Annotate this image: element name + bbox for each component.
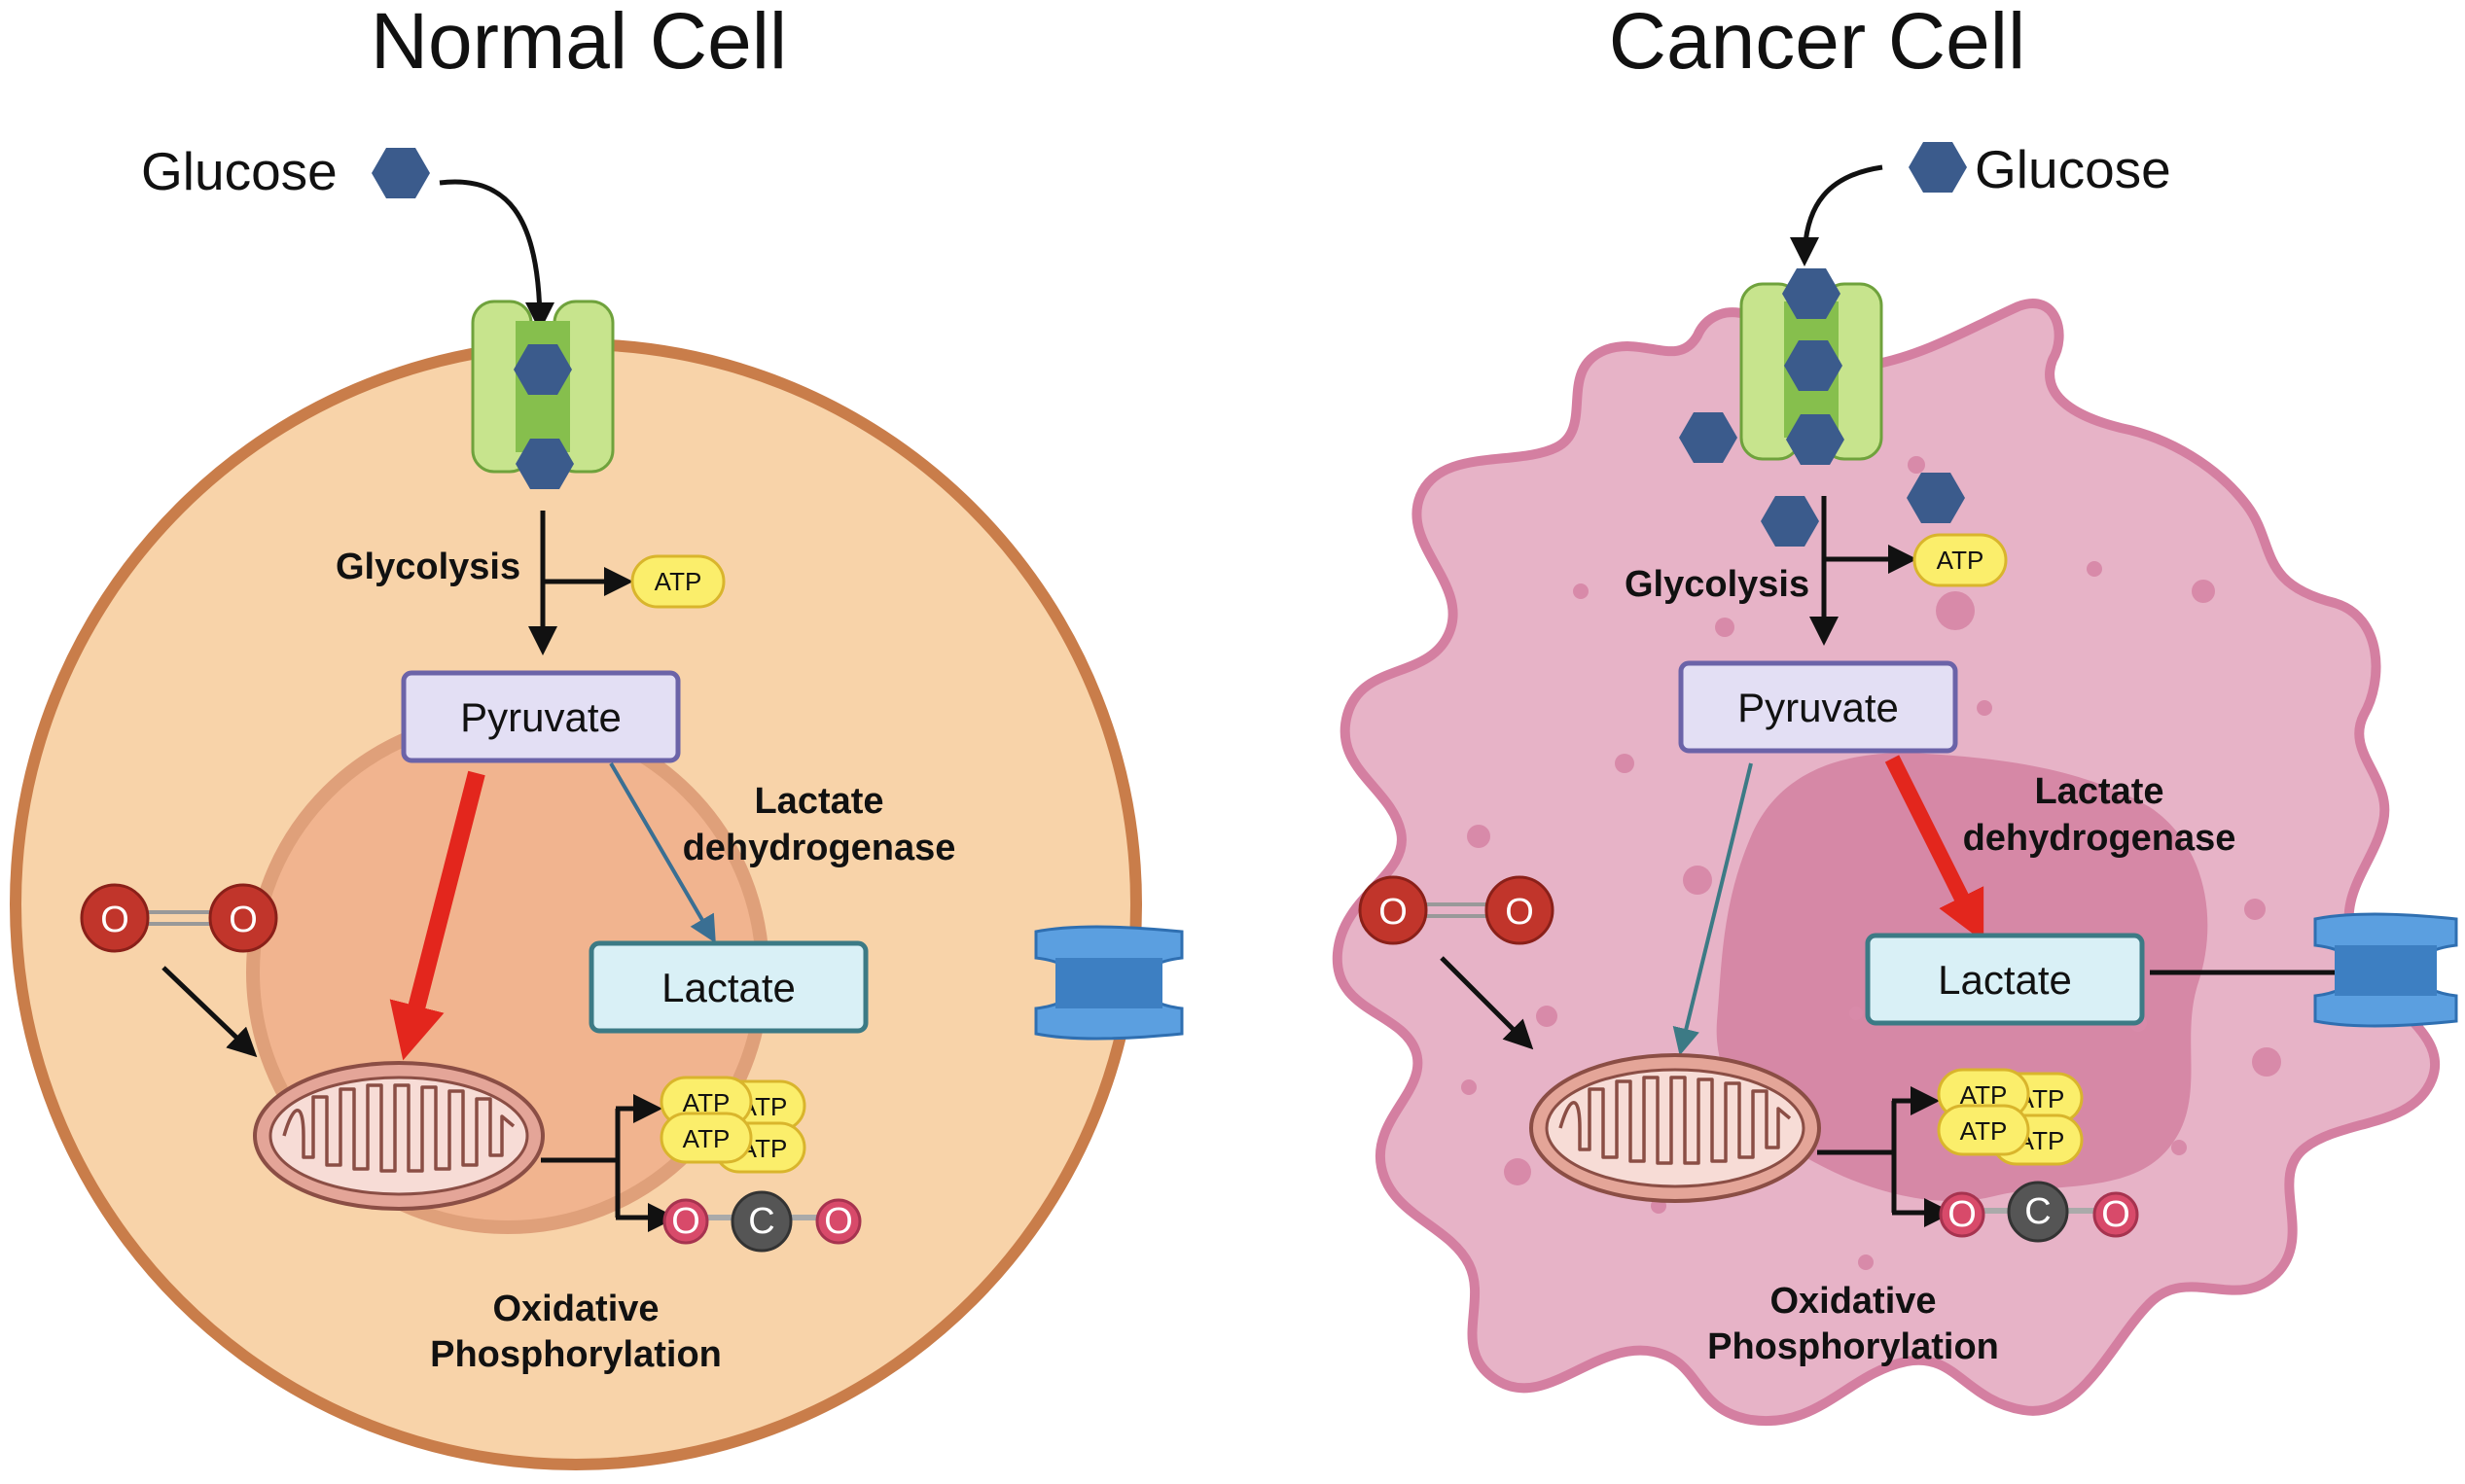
normal-co2-oxygen-label: O (824, 1201, 853, 1242)
normal-pyruvate-box: Pyruvate (401, 670, 681, 763)
normal-mct-channel (1034, 925, 1184, 1041)
normal-glucose-uptake-arrow (439, 179, 554, 332)
cancer-glucose-label: Glucose (1975, 139, 2171, 199)
cancer-pyruvate-label: Pyruvate (1737, 685, 1899, 730)
normal-oxphos-label-line2: Phosphorylation (430, 1334, 722, 1375)
cancer-co2-molecule: O C O (1939, 1181, 2139, 1243)
cancer-oxphos-label-line1: Oxidative (1769, 1281, 1936, 1322)
cancer-co2-oxygen-label: O (1947, 1194, 1977, 1235)
normal-atp-label: ATP (655, 567, 702, 596)
normal-ldh-label-line1: Lactate (754, 781, 883, 822)
cancer-mct-channel (2313, 912, 2458, 1028)
cancer-oxygen-molecule: O O (1358, 875, 1554, 945)
cancer-ldh-label-line1: Lactate (2034, 771, 2163, 812)
cancer-glucose-transporter (1739, 268, 1883, 465)
normal-cell-panel: Normal Cell Glucose Glycolysis ATP Pyruv… (10, 0, 1184, 1470)
cancer-glucose-uptake-arrow (1790, 164, 1883, 266)
normal-pyruvate-label: Pyruvate (460, 694, 622, 740)
cancer-atp-stack-label: ATP (1960, 1116, 2008, 1146)
cancer-co2-carbon-label: C (2024, 1191, 2051, 1232)
normal-cell-title: Normal Cell (371, 0, 787, 86)
cancer-ldh-label-line2: dehydrogenase (1963, 818, 2236, 859)
normal-lactate-label: Lactate (661, 965, 796, 1010)
cancer-oxphos-branch (1817, 1101, 1897, 1213)
normal-atp-stack-label: ATP (683, 1124, 731, 1153)
cancer-lactate-box: Lactate (1865, 933, 2145, 1026)
cancer-glucose-icon (1909, 142, 1967, 193)
normal-ldh-label-line2: dehydrogenase (683, 828, 956, 868)
cancer-co2-oxygen-label: O (2101, 1194, 2130, 1235)
cancer-pyruvate-to-lactate-arrow (1884, 755, 1984, 942)
normal-atp-stack: ATP ATP ATP ATP (660, 1076, 806, 1174)
normal-co2-carbon-label: C (748, 1201, 774, 1242)
cancer-oxphos-label-line2: Phosphorylation (1707, 1326, 1999, 1367)
normal-lactate-box: Lactate (589, 940, 869, 1034)
cancer-mitochondrion-icon (1529, 1053, 1821, 1203)
normal-glucose-label: Glucose (141, 141, 338, 201)
normal-mitochondrion-icon (253, 1061, 545, 1211)
normal-oxphos-branch (541, 1109, 621, 1218)
normal-oxphos-label-line1: Oxidative (492, 1289, 659, 1329)
cancer-glycolysis-label: Glycolysis (1625, 564, 1809, 605)
cancer-atp-pill: ATP (1912, 533, 2008, 587)
normal-oxygen-molecule: O O (80, 883, 278, 953)
cancer-oxygen-atom-label: O (1505, 892, 1534, 933)
cancer-cell-panel: Cancer Cell Glucose (1332, 0, 2458, 1427)
normal-oxygen-to-mitochondria-arrow (161, 966, 258, 1058)
cancer-cytoplasm-speckles (1461, 456, 2281, 1270)
normal-oxygen-atom-label: O (100, 900, 129, 940)
cancer-atp-stack: ATP ATP ATP ATP (1937, 1068, 2084, 1166)
normal-glycolysis-label: Glycolysis (336, 547, 520, 587)
cancer-oxygen-to-mitochondria-arrow (1440, 956, 1534, 1050)
cancer-pyruvate-to-mitochondria-arrow (1672, 762, 1753, 1056)
normal-co2-oxygen-label: O (671, 1201, 700, 1242)
normal-co2-molecule: O C O (662, 1190, 862, 1253)
normal-pyruvate-to-mitochondria-arrow (389, 770, 485, 1061)
cancer-oxygen-atom-label: O (1378, 892, 1408, 933)
cancer-cell-title: Cancer Cell (1609, 0, 2025, 86)
cancer-pyruvate-box: Pyruvate (1678, 660, 1958, 754)
normal-oxygen-atom-label: O (229, 900, 258, 940)
normal-glucose-transporter (471, 300, 615, 489)
normal-pyruvate-to-lactate-arrow (609, 761, 716, 943)
normal-atp-pill: ATP (630, 554, 726, 609)
cancer-lactate-label: Lactate (1938, 957, 2072, 1003)
normal-glucose-icon (372, 148, 430, 198)
cancer-atp-label: ATP (1937, 546, 1984, 575)
